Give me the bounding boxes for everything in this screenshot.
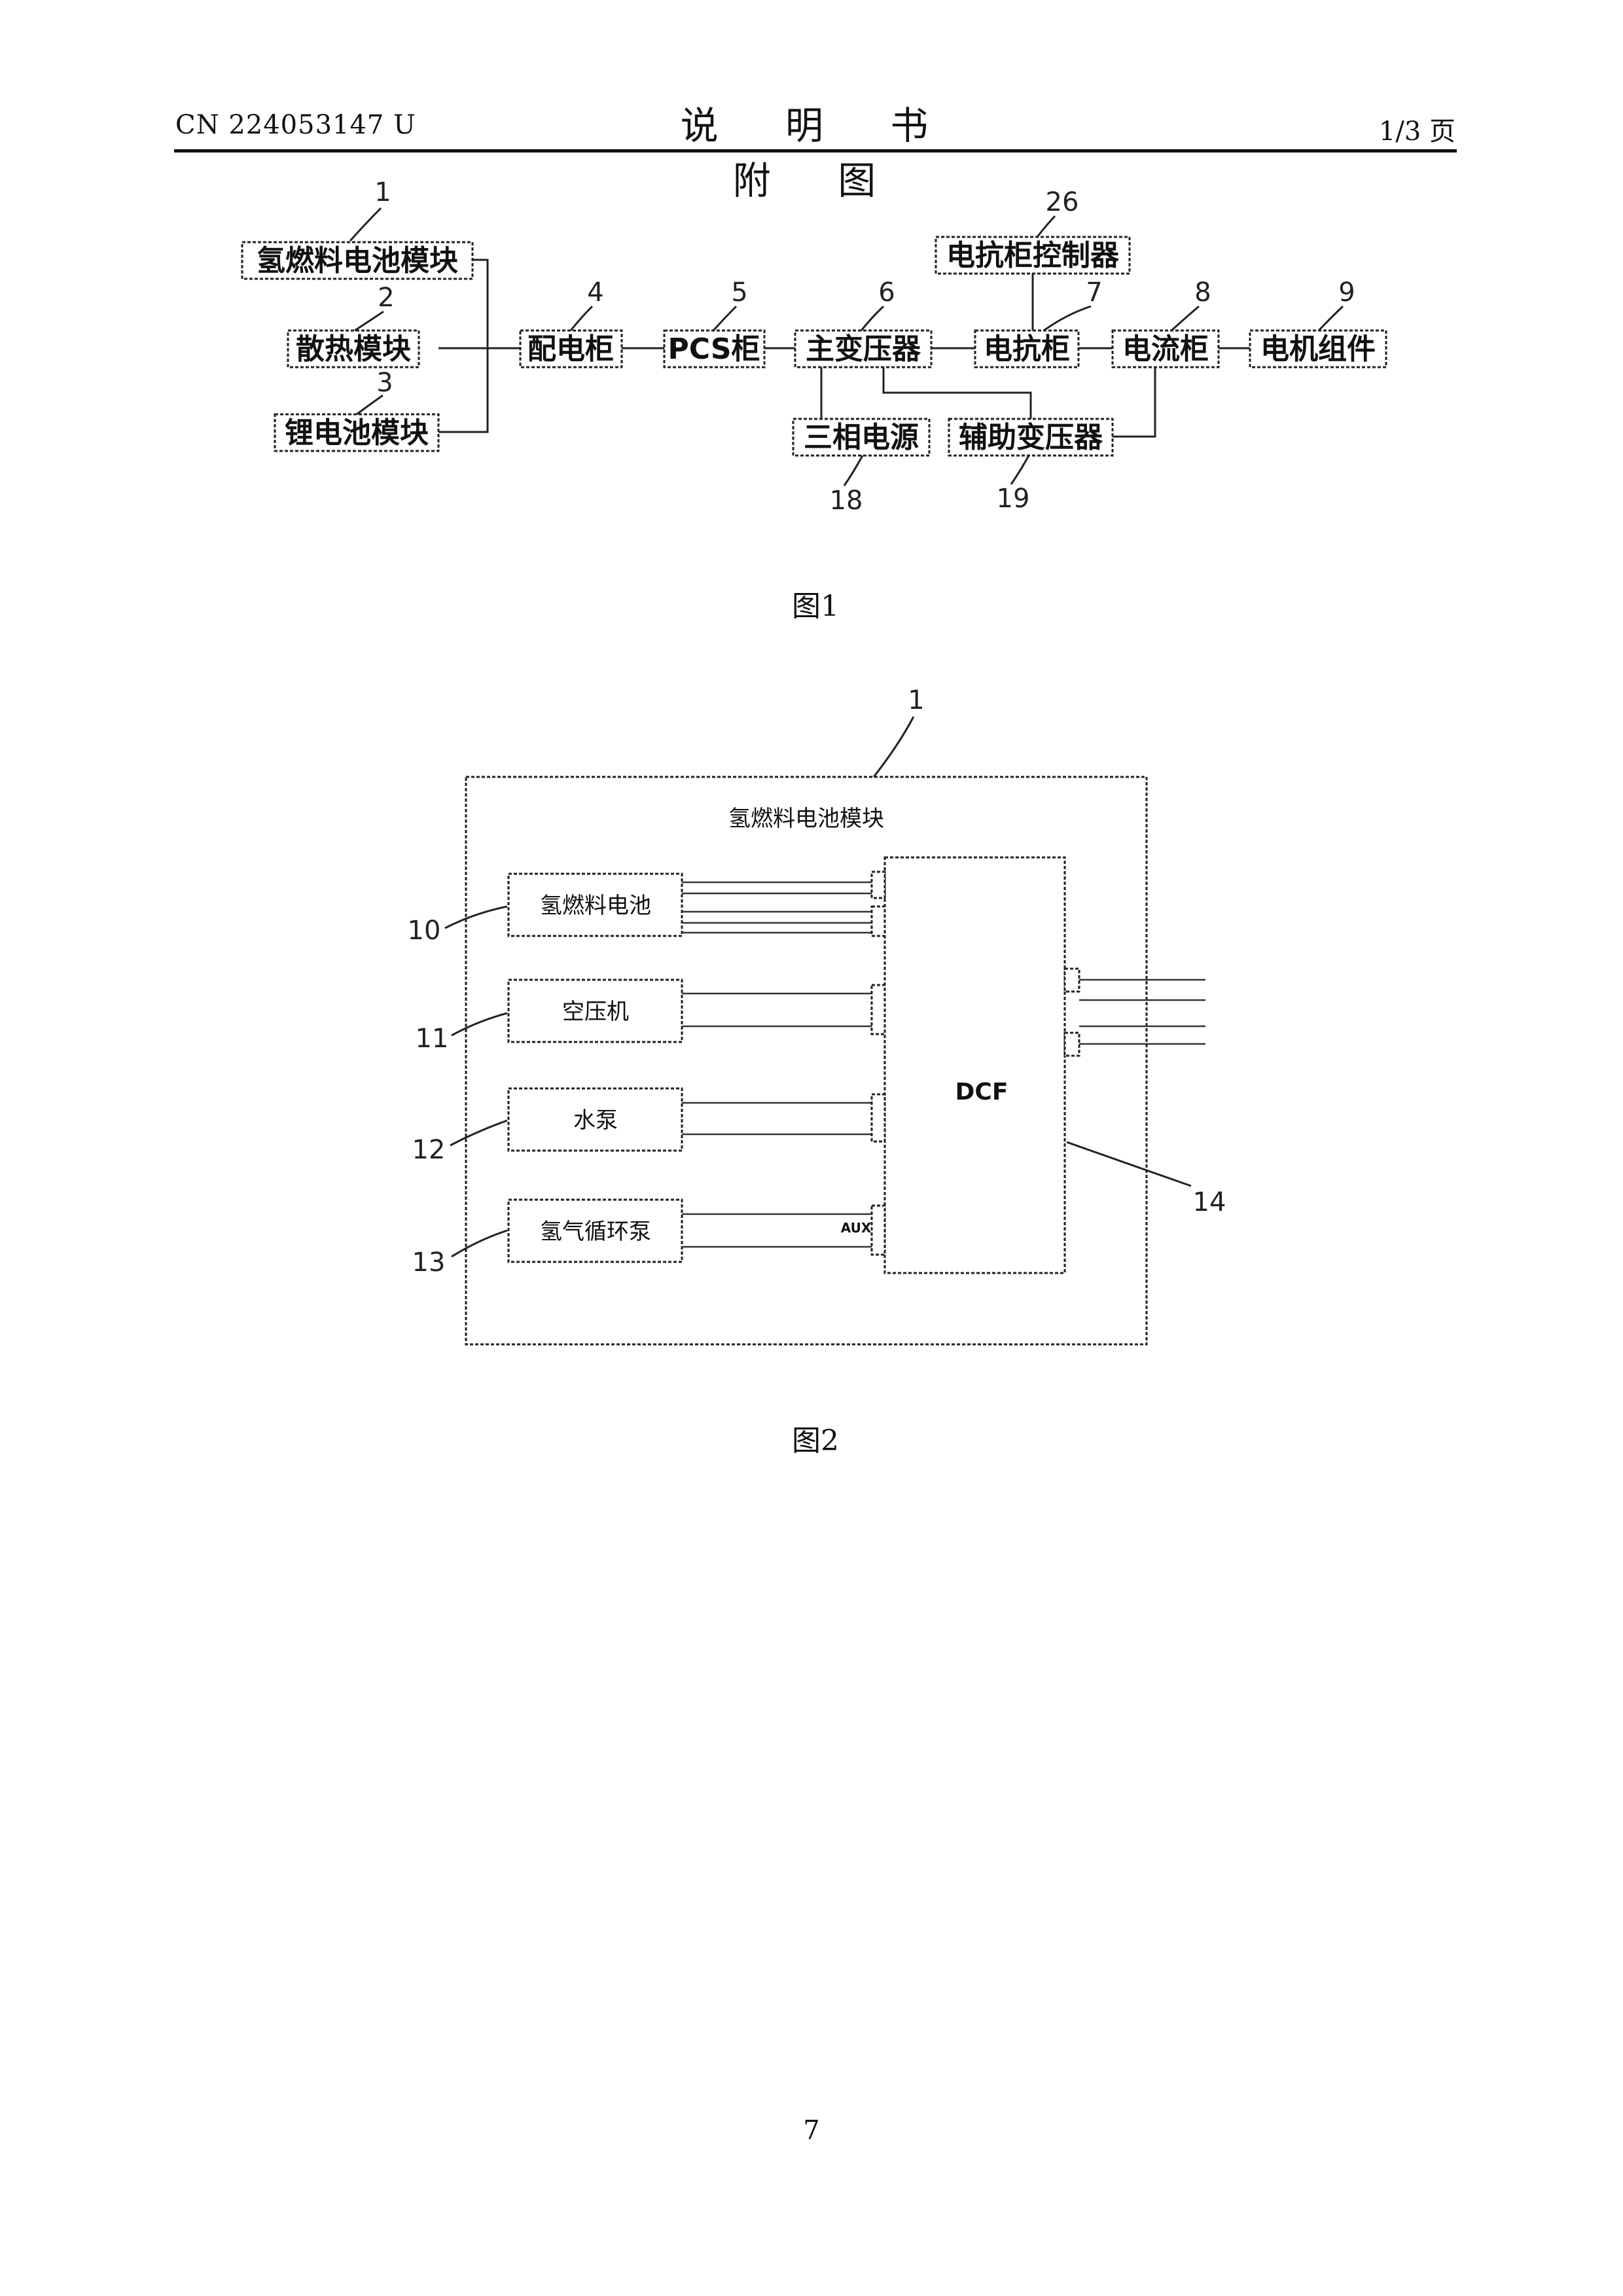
component-label: 水泵 — [573, 1107, 618, 1134]
component-hydrogen-fuel-cell: 氢燃料电池 — [508, 874, 682, 936]
component-label: 空压机 — [562, 999, 629, 1025]
ref-numeral: 10 — [408, 916, 441, 946]
component-water-pump: 水泵 — [508, 1088, 682, 1151]
component-air-compressor: 空压机 — [508, 980, 682, 1042]
ref-numeral: 12 — [412, 1135, 446, 1165]
ref-numeral-module: 1 — [908, 685, 924, 715]
component-label: 氢燃料电池 — [540, 893, 651, 919]
figure-2-diagram: 氢燃料电池模块 1 DCF 14 氢燃料电池 10 空压机 — [0, 0, 1623, 1440]
dcf-label: DCF — [955, 1079, 1008, 1105]
figure-2-caption: 图2 — [792, 1417, 839, 1459]
ref-numeral: 11 — [416, 1024, 449, 1054]
module-title: 氢燃料电池模块 — [728, 806, 884, 832]
leader-line — [874, 717, 914, 777]
ref-numeral: 13 — [412, 1247, 446, 1278]
component-label: 氢气循环泵 — [540, 1219, 651, 1245]
aux-port-label: AUX — [841, 1220, 872, 1236]
dcf-converter-block: DCF — [885, 857, 1065, 1273]
ref-numeral-dcf: 14 — [1193, 1187, 1226, 1217]
page-number: 7 — [798, 2115, 825, 2145]
component-hydrogen-recirculation-pump: 氢气循环泵 — [508, 1200, 682, 1262]
